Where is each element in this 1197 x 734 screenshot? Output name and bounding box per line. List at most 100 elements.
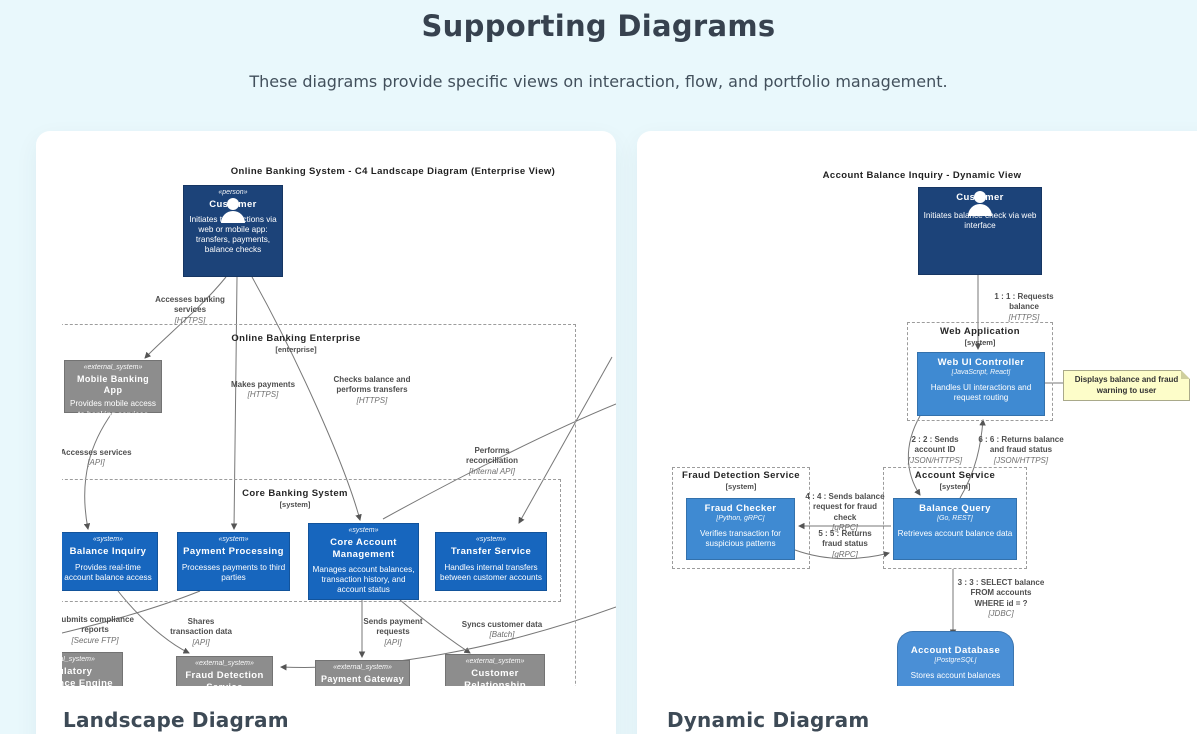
edge-protocol: [Batch] bbox=[489, 630, 515, 640]
node-balance-inquiry: «system» Balance Inquiry Provides real-t… bbox=[62, 532, 158, 591]
edge-label-performs-reconciliation: Performs reconciliation [Internal API] bbox=[453, 446, 531, 477]
edge-text: Makes payments bbox=[230, 380, 296, 389]
edge-label-accesses-services: Accesses services [API] bbox=[62, 448, 139, 469]
stereotype-label: «system» bbox=[93, 536, 123, 543]
edge-text: Shares transaction data bbox=[170, 617, 232, 637]
node-title: Mobile Banking App bbox=[76, 373, 150, 395]
landscape-diagram-title: Online Banking System - C4 Landscape Dia… bbox=[230, 166, 556, 177]
landscape-diagram-viewport: Online Banking System - C4 Landscape Dia… bbox=[62, 131, 616, 686]
node-description: Manages account balances, transaction hi… bbox=[312, 564, 415, 595]
landscape-diagram-card: Online Banking System - C4 Landscape Dia… bbox=[36, 131, 616, 734]
edge-submits-compliance bbox=[62, 590, 201, 634]
note-fold-corner bbox=[1181, 370, 1190, 379]
node-title: Fraud Detection Service bbox=[185, 669, 264, 686]
node-transfer-service: «system» Transfer Service Handles intern… bbox=[435, 532, 547, 591]
node-description: Retrieves account balance data bbox=[897, 528, 1013, 538]
boundary-type: [system] bbox=[279, 499, 311, 509]
stereotype-label: «external_system» bbox=[465, 658, 525, 665]
msg-protocol: [JDBC] bbox=[988, 609, 1014, 619]
msg-text: 6 : 6 : Returns balance and fraud status bbox=[978, 435, 1064, 455]
edge-protocol: [API] bbox=[87, 458, 105, 468]
landscape-diagram-canvas: Online Banking System - C4 Landscape Dia… bbox=[62, 131, 616, 686]
node-regulatory-compliance-engine: «external_system» Regulatory Compliance … bbox=[62, 652, 123, 686]
person-icon-shoulders bbox=[221, 210, 245, 223]
msg-label-1: 1 : 1 : Requests balance [HTTPS] bbox=[980, 292, 1068, 323]
stereotype-label: «external_system» bbox=[83, 364, 143, 371]
msg-6-returns-balance bbox=[959, 419, 986, 499]
msg-text: 4 : 4 : Sends balance request for fraud … bbox=[805, 492, 885, 522]
node-title: Account Database bbox=[910, 645, 1001, 656]
edge-mobileapp-balanceinquiry bbox=[83, 412, 113, 530]
boundary-label-core-banking: Core Banking System [system] bbox=[215, 488, 375, 509]
boundary-name: Online Banking Enterprise bbox=[231, 333, 361, 344]
edge-performs-reconciliation-out bbox=[382, 403, 616, 520]
msg-text: 5 : 5 : Returns fraud status bbox=[818, 529, 872, 549]
node-customer: «person» Customer Initiates transactions… bbox=[183, 185, 283, 277]
edge-text: Performs reconciliation bbox=[465, 446, 518, 466]
boundary-name: Fraud Detection Service bbox=[682, 470, 800, 481]
edge-syncs-customer bbox=[399, 599, 471, 654]
node-balance-query: Balance Query [Go, REST] Retrieves accou… bbox=[893, 498, 1017, 560]
edge-customer-mobileapp bbox=[144, 276, 227, 359]
node-title: Payment Processing bbox=[183, 545, 284, 557]
edge-label-shares-transaction: Shares transaction data [API] bbox=[168, 617, 234, 648]
node-title: Payment Gateway bbox=[320, 673, 405, 684]
edge-label-checks-balance: Checks balance and performs transfers [H… bbox=[328, 375, 416, 406]
page-title: Supporting Diagrams bbox=[421, 9, 776, 43]
node-technology: [Go, REST] bbox=[937, 514, 973, 522]
edge-protocol: [Internal API] bbox=[469, 466, 515, 476]
msg-label-3: 3 : 3 : SELECT balance FROM accounts WHE… bbox=[955, 578, 1047, 620]
edge-text: Syncs customer data bbox=[461, 620, 543, 629]
edge-label-syncs-customer: Syncs customer data [Batch] bbox=[452, 620, 552, 641]
boundary-web-application bbox=[907, 322, 1053, 421]
note-text: Displays balance and fraud warning to us… bbox=[1074, 375, 1179, 395]
stereotype-label: «system» bbox=[476, 536, 506, 543]
node-title: Balance Query bbox=[919, 503, 991, 514]
landscape-card-label: Landscape Diagram bbox=[63, 708, 289, 732]
node-title: Regulatory Compliance Engine bbox=[62, 665, 113, 686]
node-description: Processes payments to third parties bbox=[181, 562, 286, 582]
node-title: Transfer Service bbox=[450, 545, 532, 557]
boundary-core-banking-system bbox=[62, 479, 561, 602]
node-title: Core Account Management bbox=[330, 536, 397, 560]
node-payment-gateway: «external_system» Payment Gateway bbox=[315, 660, 410, 686]
edge-protocol: [HTTPS] bbox=[174, 315, 206, 325]
msg-text: 2 : 2 : Sends account ID bbox=[911, 435, 959, 455]
edge-label-submits-compliance: Submits compliance reports [Secure FTP] bbox=[62, 615, 140, 646]
boundary-label-account-service: Account Service [system] bbox=[885, 470, 1025, 491]
edge-customer-paymentprocessing bbox=[230, 276, 238, 530]
stereotype-label: «external_system» bbox=[195, 660, 254, 667]
boundary-name: Web Application bbox=[940, 326, 1020, 337]
msg-protocol: [JSON/HTTPS] bbox=[907, 455, 963, 465]
edge-customer-coreaccount bbox=[251, 276, 362, 521]
msg-label-2: 2 : 2 : Sends account ID [JSON/HTTPS] bbox=[899, 435, 971, 466]
boundary-name: Account Service bbox=[914, 470, 996, 481]
msg-text: 1 : 1 : Requests balance bbox=[994, 292, 1054, 312]
node-customer: Customer Initiates balance check via web… bbox=[918, 187, 1042, 275]
landscape-arrows-layer bbox=[62, 276, 616, 671]
node-web-ui-controller: Web UI Controller [JavaScript, React] Ha… bbox=[917, 352, 1045, 416]
msg-5-returns-fraud-status bbox=[794, 549, 890, 560]
msg-2-sends-account-id bbox=[907, 415, 921, 496]
msg-label-5: 5 : 5 : Returns fraud status [gRPC] bbox=[808, 529, 882, 560]
person-icon-shoulders bbox=[968, 204, 992, 216]
node-description: Verifies transaction for suspicious patt… bbox=[699, 528, 781, 548]
boundary-type: [system] bbox=[725, 481, 757, 491]
node-description: Provides real-time account balance acces… bbox=[64, 562, 152, 582]
dynamic-card-label: Dynamic Diagram bbox=[667, 708, 870, 732]
edge-text: Accesses banking services bbox=[155, 295, 225, 315]
boundary-fraud-detection-service bbox=[672, 467, 810, 569]
node-fraud-checker: Fraud Checker [Python, gRPC] Verifies tr… bbox=[686, 498, 795, 560]
edge-performs-reconciliation-in bbox=[518, 356, 613, 524]
node-title: Customer Relationship Management bbox=[464, 667, 526, 686]
msg-text: 3 : 3 : SELECT balance FROM accounts WHE… bbox=[957, 578, 1045, 608]
stereotype-label: «external_system» bbox=[333, 664, 392, 671]
edge-text: Checks balance and performs transfers bbox=[333, 375, 411, 395]
boundary-account-service bbox=[883, 467, 1027, 569]
boundary-type: [system] bbox=[964, 337, 996, 347]
boundary-type: [enterprise] bbox=[275, 344, 317, 354]
edge-text: Accesses services bbox=[62, 448, 132, 457]
boundary-label-enterprise: Online Banking Enterprise [enterprise] bbox=[216, 333, 376, 354]
node-technology: [PostgreSQL] bbox=[934, 656, 977, 664]
msg-label-4: 4 : 4 : Sends balance request for fraud … bbox=[805, 492, 885, 534]
